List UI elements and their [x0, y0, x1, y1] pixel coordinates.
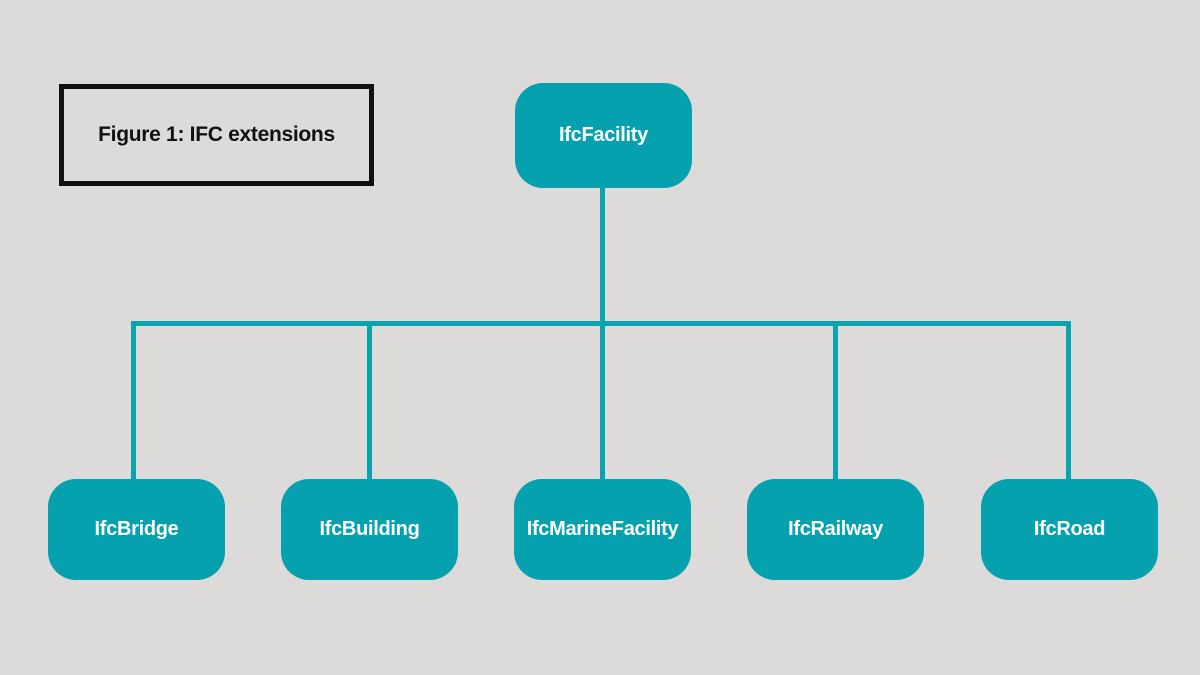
node-ifcroad-label: IfcRoad: [1033, 518, 1106, 540]
node-ifcrailway-label: IfcRailway: [788, 518, 883, 540]
node-ifcfacility: IfcFacility: [515, 83, 692, 188]
connector-drop-ifcroad: [1066, 321, 1071, 481]
node-ifcroad: IfcRoad: [981, 479, 1158, 580]
node-ifcbuilding-label: IfcBuilding: [319, 518, 420, 540]
node-ifcbridge: IfcBridge: [48, 479, 225, 580]
node-ifcmarinefacility: IfcMarineFacility: [514, 479, 691, 580]
connector-drop-ifcbuilding: [367, 321, 372, 481]
figure-caption: Figure 1: IFC extensions: [98, 123, 335, 146]
node-ifcmarinefacility-label: IfcMarineFacility: [526, 518, 679, 540]
node-ifcbridge-label: IfcBridge: [94, 518, 179, 540]
connector-horizontal-rail: [131, 321, 1071, 326]
figure-caption-box: Figure 1: IFC extensions: [59, 84, 374, 186]
connector-drop-ifcbridge: [131, 321, 136, 481]
node-ifcbuilding: IfcBuilding: [281, 479, 458, 580]
connector-drop-ifcrailway: [833, 321, 838, 481]
connector-root-stem: [600, 186, 605, 481]
node-ifcrailway: IfcRailway: [747, 479, 924, 580]
node-ifcfacility-label: IfcFacility: [559, 124, 648, 146]
